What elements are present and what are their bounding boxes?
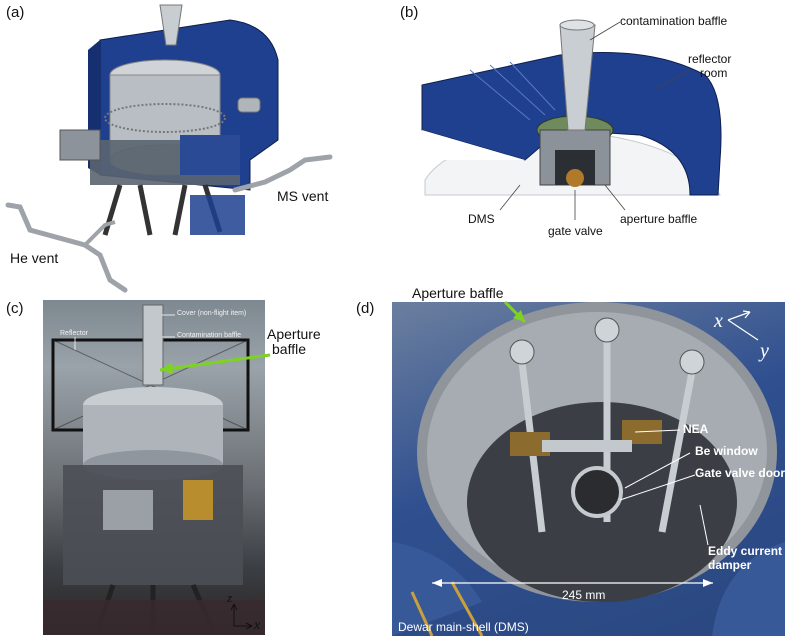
panel-d-photo [392,302,785,636]
panel-c-photo [43,300,265,635]
he-vent-label: He vent [10,250,59,266]
damper-label: damper [708,558,752,572]
be-window-label: Be window [695,444,758,458]
reflector-label-c: Reflector [60,330,89,337]
panel-a-label: (a) [6,4,25,21]
contamination-baffle-label-c: Contamination baffle [177,332,242,339]
reflector-label: reflector [688,52,732,66]
contamination-baffle-label: contamination baffle [620,14,728,28]
ms-vent-label: MS vent [277,188,329,204]
axis-x-label-c: x [254,618,261,633]
panel-c-label: (c) [6,300,24,317]
panel-d-label: (d) [356,300,375,317]
dimension-label: 245 mm [562,588,606,602]
dms-label: DMS [468,212,495,226]
aperture-baffle-label-d: Aperture baffle [412,285,504,301]
room-label: room [700,66,728,80]
aperture-baffle-label-b: aperture baffle [620,212,698,226]
dms-caption-label: Dewar main-shell (DMS) [398,620,529,634]
aperture-label-c: Aperture [267,326,321,342]
gate-valve-label: gate valve [548,224,603,238]
baffle-label-c: baffle [272,341,306,357]
nea-label: NEA [683,422,709,436]
eddy-current-label: Eddy current [708,544,783,558]
gate-valve-door-label: Gate valve door [695,466,786,480]
axis-y-label-d: y [760,340,769,362]
cover-label: Cover (non-flight item) [177,310,247,317]
axis-z-label: z [227,590,233,605]
panel-b-label: (b) [400,4,419,21]
axis-x-label-d: x [714,310,723,332]
